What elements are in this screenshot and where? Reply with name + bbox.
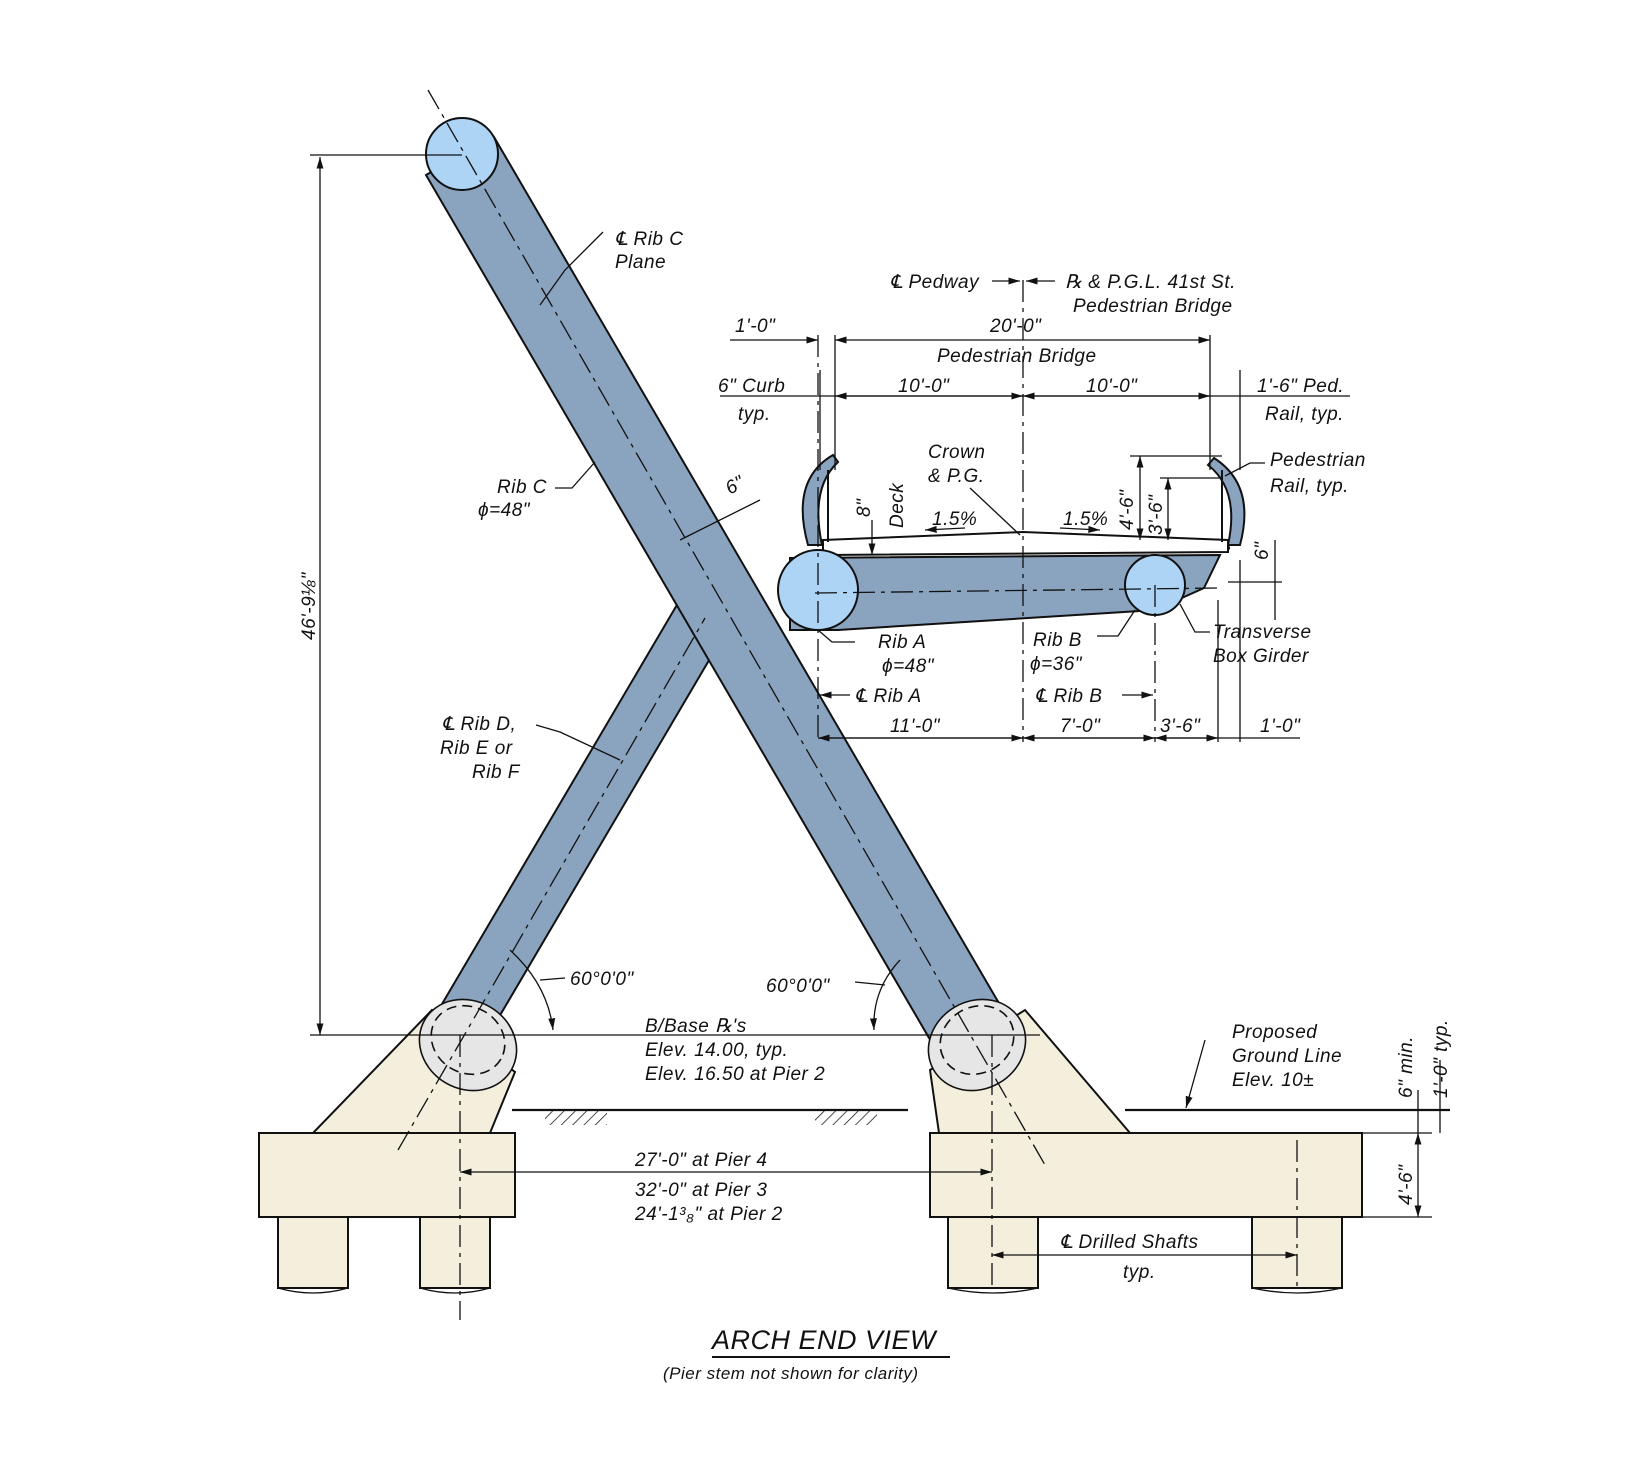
label-bridge-2: Pedestrian Bridge (1073, 296, 1233, 317)
rib-c-top-end (425, 117, 499, 191)
drawing-title: ARCH END VIEW (710, 1325, 938, 1355)
label-eight-in: 8" (854, 498, 875, 517)
rib-d-centerline (397, 617, 706, 1151)
label-base-3: Elev. 16.50 at Pier 2 (645, 1064, 825, 1085)
ground-hatch-right (815, 1111, 877, 1125)
label-rib-c-plane-2: Plane (615, 252, 666, 273)
label-base-2: Elev. 14.00, typ. (645, 1040, 788, 1061)
label-footing: 4'-6" (1396, 1164, 1417, 1205)
left-angle-leader (539, 977, 566, 981)
label-rib-a-2: ϕ=48" (882, 656, 935, 677)
label-girder-2: Box Girder (1213, 646, 1309, 667)
label-pedway: ℄ Pedway (890, 272, 980, 293)
label-slope-left: 1.5% (932, 509, 977, 530)
label-base-1: B/Base ℞'s (645, 1016, 747, 1037)
label-angle-left: 60°0'0" (570, 969, 634, 990)
leader-rib-c (555, 461, 596, 489)
label-curb-1: 6" Curb (718, 376, 785, 397)
label-rail-2: Rail, typ. (1270, 476, 1349, 497)
label-rib-b-2: ϕ=36" (1030, 654, 1083, 675)
right-bearing (927, 998, 1027, 1092)
label-crown-2: & P.G. (928, 466, 985, 487)
label-pedrail-1: 1'-6" Ped. (1257, 376, 1344, 397)
label-slope-right: 1.5% (1063, 509, 1108, 530)
crown-leader (969, 487, 1021, 536)
right-angle-arc (869, 959, 901, 1031)
leader-girder (1179, 603, 1210, 633)
label-ground-2: Ground Line (1232, 1046, 1342, 1067)
right-shaft-ends (947, 1287, 1343, 1294)
label-rib-def-1: ℄ Rib D, (442, 714, 516, 735)
ground-hatch-left (545, 1111, 607, 1125)
label-crown-1: Crown (928, 442, 985, 463)
label-girder-1: Transverse (1213, 622, 1312, 643)
girder-centerline (814, 587, 1221, 594)
label-cl-rib-a: ℄ Rib A (855, 686, 922, 707)
label-ground-3: Elev. 10± (1232, 1070, 1314, 1091)
label-angle-right: 60°0'0" (766, 976, 830, 997)
left-bearing (418, 998, 518, 1092)
label-one-ft-top: 1'-0" (735, 316, 776, 337)
label-ten-right: 10'-0" (1086, 376, 1138, 397)
left-footing (258, 1132, 516, 1218)
left-rail-curve (801, 453, 840, 546)
label-three-six-b: 3'-6" (1160, 716, 1201, 737)
label-one-typ: 1'-0" typ. (1431, 1019, 1452, 1098)
label-spacing-3: 24'-1³₈" at Pier 2 (634, 1204, 783, 1225)
ground-leader (1185, 1039, 1206, 1109)
label-three-six: 3'-6" (1146, 494, 1167, 535)
leader-rib-def (535, 724, 621, 761)
right-rail-curve (1206, 456, 1246, 546)
label-ped-bridge: Pedestrian Bridge (937, 346, 1097, 367)
label-rib-c-2: ϕ=48" (478, 500, 531, 521)
rib-c-centerline (427, 89, 1046, 1166)
label-ground-1: Proposed (1232, 1022, 1318, 1043)
leader-rib-c-plane (539, 231, 604, 306)
label-rib-a-1: Rib A (878, 632, 926, 653)
label-six-in: 6" (722, 472, 749, 500)
label-rib-def-2: Rib E or (440, 738, 513, 759)
label-twenty-ft: 20'-0" (989, 316, 1042, 337)
label-cl-rib-b: ℄ Rib B (1035, 686, 1102, 707)
label-rib-def-3: Rib F (472, 762, 521, 783)
label-spacing-2: 32'-0" at Pier 3 (635, 1180, 767, 1201)
label-one-ft-b: 1'-0" (1260, 716, 1301, 737)
label-shafts-2: typ. (1123, 1262, 1156, 1283)
leader-rib-b (1097, 609, 1136, 637)
label-deck: Deck (887, 482, 908, 528)
label-six-min: 6" min. (1396, 1036, 1417, 1098)
label-ten-left: 10'-0" (898, 376, 950, 397)
label-eleven: 11'-0" (890, 716, 941, 737)
right-footing (929, 1132, 1363, 1218)
label-shafts-1: ℄ Drilled Shafts (1060, 1232, 1198, 1253)
label-rail-1: Pedestrian (1270, 450, 1366, 471)
label-spacing-1: 27'-0" at Pier 4 (634, 1150, 767, 1171)
label-seven: 7'-0" (1060, 716, 1101, 737)
left-shaft-ends (277, 1287, 491, 1294)
label-curb-2: typ. (738, 404, 771, 425)
label-rib-c-plane-1: ℄ Rib C (615, 229, 684, 250)
leader-ped-rail (1224, 462, 1265, 477)
right-angle-leader (854, 981, 886, 986)
label-rib-b-1: Rib B (1033, 630, 1082, 651)
leader-six-in (679, 499, 761, 541)
left-angle-arc (509, 949, 556, 1031)
drawing-subtitle: (Pier stem not shown for clarity) (663, 1364, 919, 1383)
slope-arrow-right (1059, 525, 1101, 533)
label-four-six: 4'-6" (1117, 489, 1138, 530)
leader-rib-a (817, 629, 855, 643)
label-rib-c-1: Rib C (497, 477, 547, 498)
slope-arrow-left (924, 525, 966, 533)
label-six-right: 6" (1252, 541, 1273, 560)
label-height: 46'-9⅛" (299, 571, 320, 640)
label-bridge-1: ℞ & P.G.L. 41st St. (1065, 272, 1236, 293)
deck-assembly (777, 453, 1246, 631)
label-pedrail-2: Rail, typ. (1265, 404, 1344, 425)
deck-slab (822, 530, 1229, 557)
